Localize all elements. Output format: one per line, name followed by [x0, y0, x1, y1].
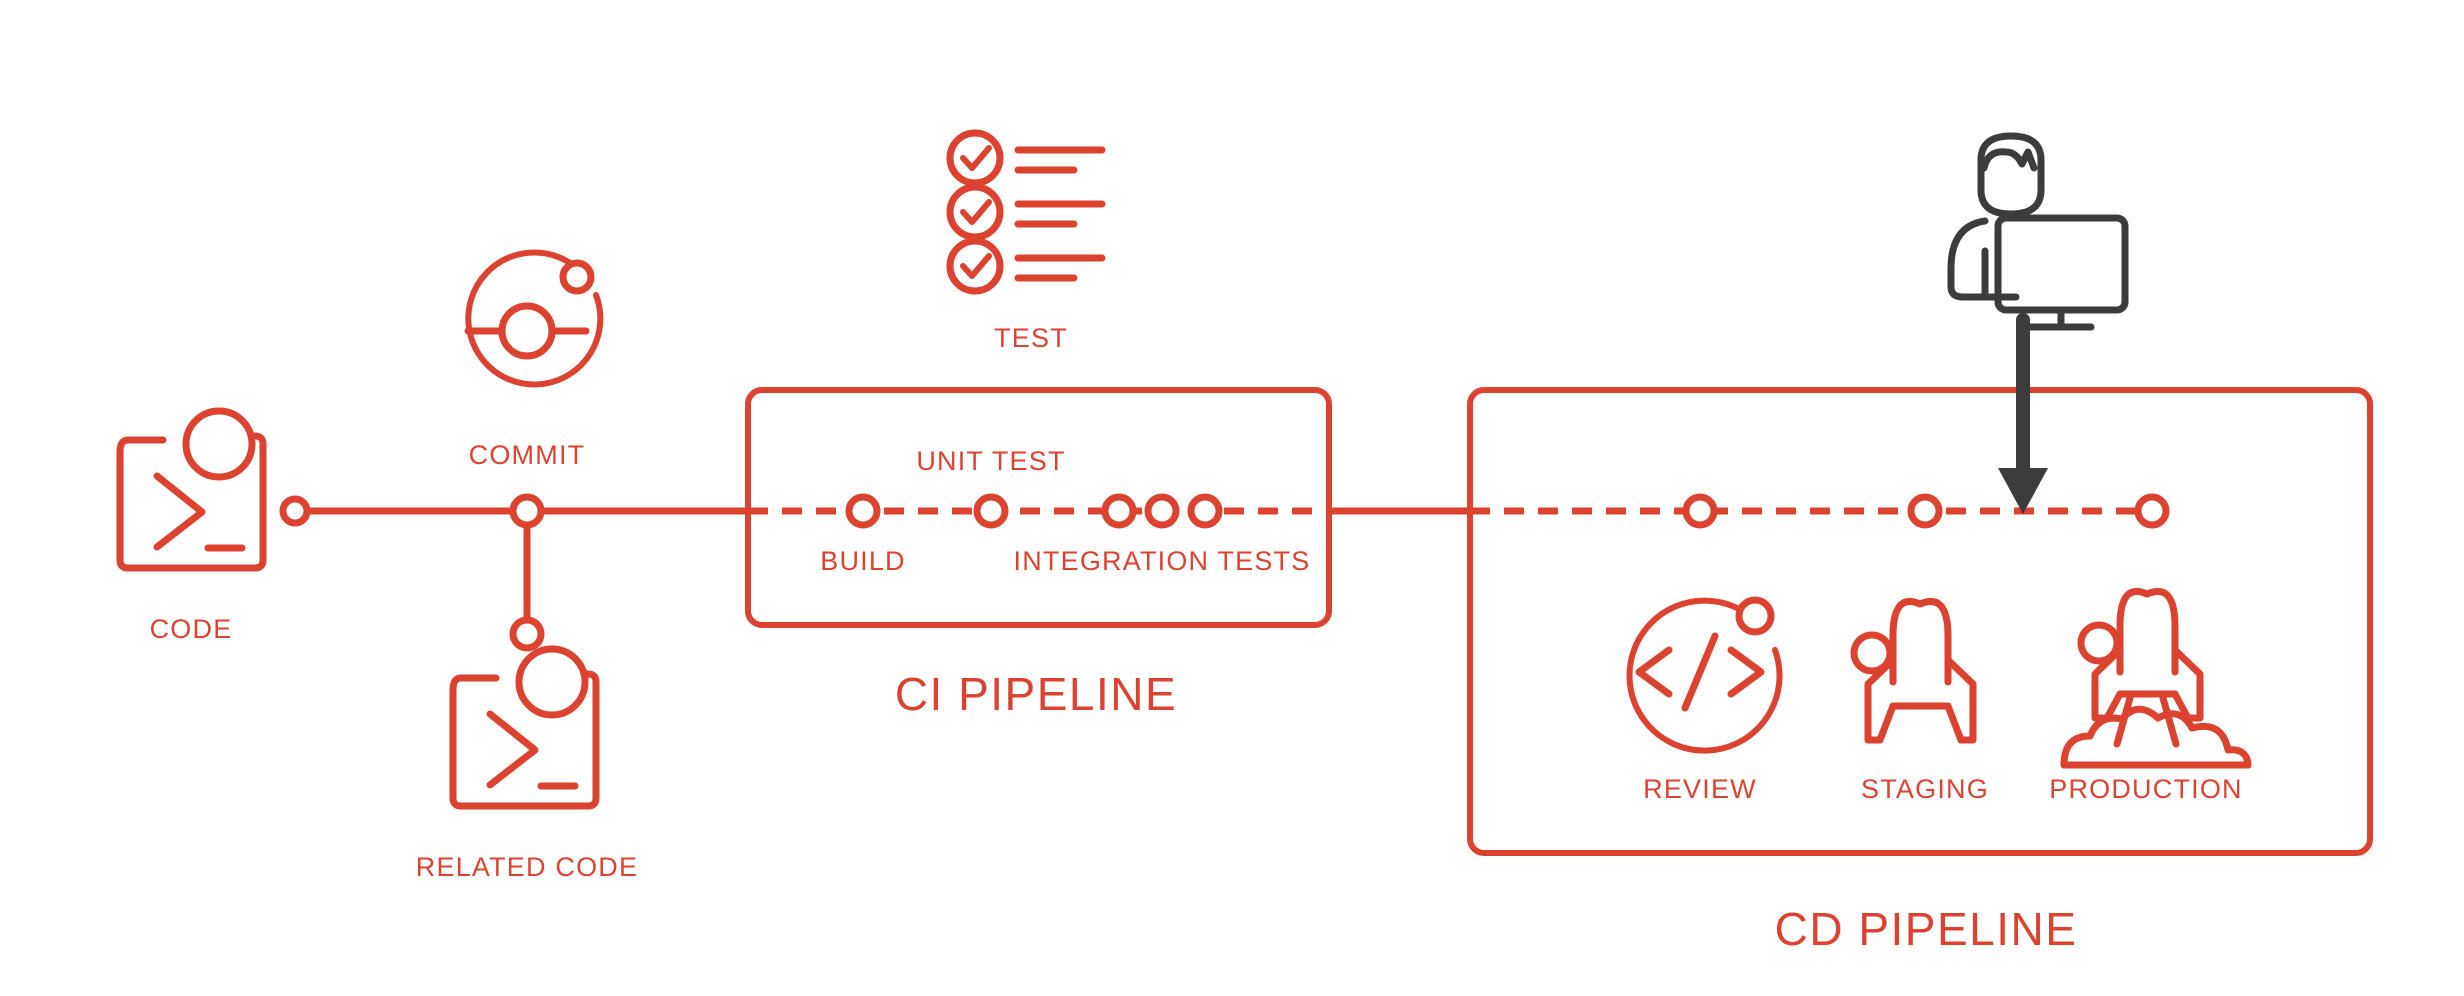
staging-stage[interactable]: STAGING: [1850, 598, 1989, 804]
ci-stage-label-build: BUILD: [820, 546, 906, 576]
ci-pipeline-box: [745, 387, 1332, 628]
cd-pipeline-group[interactable]: REVIEW STAGING: [1467, 387, 2373, 955]
code-brackets-circle-icon: [1626, 596, 1783, 754]
ci-node-integration-3[interactable]: [1187, 493, 1223, 529]
review-stage[interactable]: REVIEW: [1626, 596, 1783, 804]
code-stage[interactable]: CODE: [116, 407, 267, 644]
production-stage[interactable]: PRODUCTION: [2049, 588, 2252, 804]
cd-node-staging[interactable]: [1907, 493, 1943, 529]
commit-stage[interactable]: COMMIT: [464, 249, 604, 470]
ci-stage-label-unit-test: UNIT TEST: [916, 446, 1065, 476]
ci-node-build[interactable]: [845, 493, 881, 529]
pipeline-node-start[interactable]: [279, 495, 311, 527]
test-stage[interactable]: TEST: [946, 129, 1106, 353]
ci-pipeline-group[interactable]: UNIT TEST BUILD INTEGRATION TESTS CI PIP…: [745, 387, 1332, 720]
commit-branch: [509, 493, 545, 652]
test-label: TEST: [994, 323, 1068, 353]
related-code-stage[interactable]: RELATED CODE: [416, 645, 638, 882]
rocket-icon: [1850, 598, 1977, 744]
commit-node-icon: [464, 249, 604, 388]
pipeline-node-related-code[interactable]: [509, 616, 545, 652]
terminal-code-icon: [449, 645, 600, 810]
check-circle-icon: [946, 183, 1004, 241]
ci-stage-label-integration-tests: INTEGRATION TESTS: [1014, 546, 1311, 576]
cd-pipeline-box: [1467, 387, 2373, 856]
person-at-monitor-icon: [1947, 132, 2129, 331]
related-code-label: RELATED CODE: [416, 852, 638, 882]
cd-node-production[interactable]: [2134, 493, 2170, 529]
terminal-code-icon: [116, 407, 267, 572]
check-circle-icon: [946, 237, 1004, 295]
cd-pipeline-title: CD PIPELINE: [1775, 903, 2078, 955]
review-label: REVIEW: [1643, 774, 1757, 804]
down-arrow-icon: [1998, 313, 2048, 514]
ci-node-integration-1[interactable]: [1101, 493, 1137, 529]
production-label: PRODUCTION: [2049, 774, 2243, 804]
code-label: CODE: [150, 614, 233, 644]
staging-label: STAGING: [1861, 774, 1989, 804]
check-circle-icon: [946, 129, 1004, 187]
pipeline-node-commit[interactable]: [509, 493, 545, 529]
ci-pipeline-title: CI PIPELINE: [895, 668, 1177, 720]
rocket-launch-icon: [2060, 588, 2252, 769]
cd-node-review[interactable]: [1682, 493, 1718, 529]
ci-node-integration-2[interactable]: [1144, 493, 1180, 529]
commit-label: COMMIT: [469, 440, 586, 470]
checklist-icon: [946, 129, 1106, 295]
operator-group[interactable]: [1947, 132, 2129, 514]
ci-node-unit-test[interactable]: [973, 493, 1009, 529]
